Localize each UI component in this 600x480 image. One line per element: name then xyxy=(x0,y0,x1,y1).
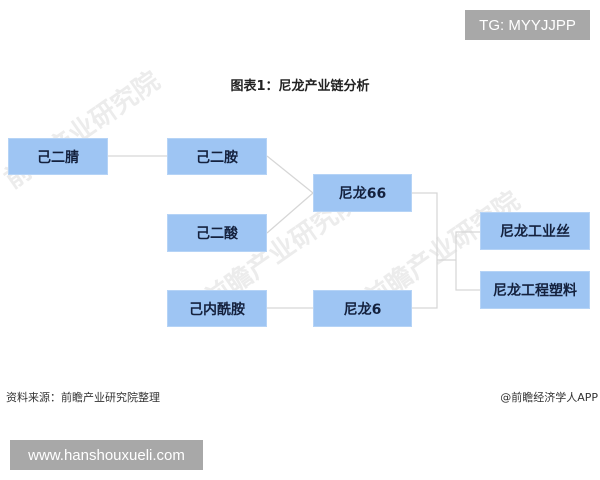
node-adiponitrile: 己二腈 xyxy=(8,138,108,175)
node-nylon-engineering-plastic: 尼龙工程塑料 xyxy=(480,271,590,309)
node-nylon6: 尼龙6 xyxy=(313,290,412,327)
source-note: 资料来源：前瞻产业研究院整理 xyxy=(6,391,160,404)
diagram-title: 图表1：尼龙产业链分析 xyxy=(230,79,370,94)
node-nylon66: 尼龙66 xyxy=(313,174,412,212)
node-nylon-industrial-yarn: 尼龙工业丝 xyxy=(480,212,590,250)
tg-badge: TG: MYYJJPP xyxy=(465,10,590,40)
node-adipic-acid: 己二酸 xyxy=(167,214,267,252)
website-badge: www.hanshouxueli.com xyxy=(10,440,203,470)
credit-note: @前瞻经济学人APP xyxy=(500,391,598,404)
node-caprolactam: 己内酰胺 xyxy=(167,290,267,327)
node-hexamethylenediamine: 己二胺 xyxy=(167,138,267,175)
